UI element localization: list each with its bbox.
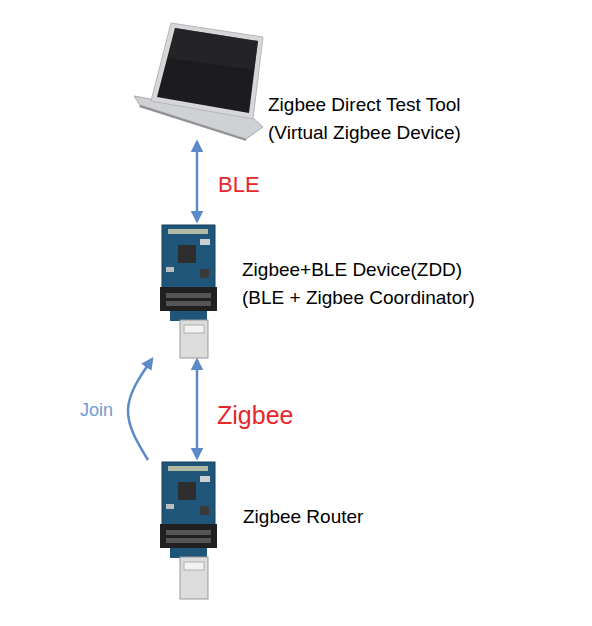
pins (166, 301, 211, 306)
usb-plug (180, 320, 208, 358)
edge-label: BLE (218, 174, 260, 196)
component (166, 267, 174, 272)
laptop-screen (157, 28, 258, 113)
component (200, 476, 210, 482)
device-node: Zigbee Router (160, 462, 217, 600)
connector-arrow (196, 360, 199, 458)
laptop-illustration (134, 23, 263, 141)
usb-plug (180, 557, 208, 599)
screen-glare (168, 28, 258, 70)
pcb (162, 462, 215, 526)
chip (178, 245, 196, 263)
pcb-header (168, 466, 208, 471)
pins (166, 293, 211, 298)
board-illustration (160, 225, 217, 358)
pcb (162, 225, 215, 289)
component (200, 239, 210, 245)
usb-inner (184, 325, 204, 333)
node-label: Zigbee Router (243, 503, 443, 531)
usb-inner (184, 562, 204, 570)
pcb-header (168, 229, 208, 234)
chip (178, 482, 196, 500)
pins (166, 530, 211, 535)
pins (166, 538, 211, 543)
device-node: Zigbee+BLE Device(ZDD) (BLE + Zigbee Coo… (160, 225, 217, 358)
connector-block (160, 287, 217, 311)
connector-arrow (196, 142, 199, 221)
connector-block (160, 524, 217, 548)
edge-label: Zigbee (217, 403, 293, 428)
laptop-lid (151, 23, 263, 119)
device-node: Zigbee Direct Test Tool (Virtual Zigbee … (135, 25, 263, 140)
component (200, 506, 209, 515)
edge-label: Join (80, 401, 113, 419)
component (166, 504, 174, 509)
board-illustration (160, 462, 217, 599)
connector-arrow (128, 359, 152, 460)
node-label: Zigbee+BLE Device(ZDD) (BLE + Zigbee Coo… (242, 256, 492, 312)
component (200, 269, 209, 278)
node-label: Zigbee Direct Test Tool (Virtual Zigbee … (268, 91, 490, 147)
